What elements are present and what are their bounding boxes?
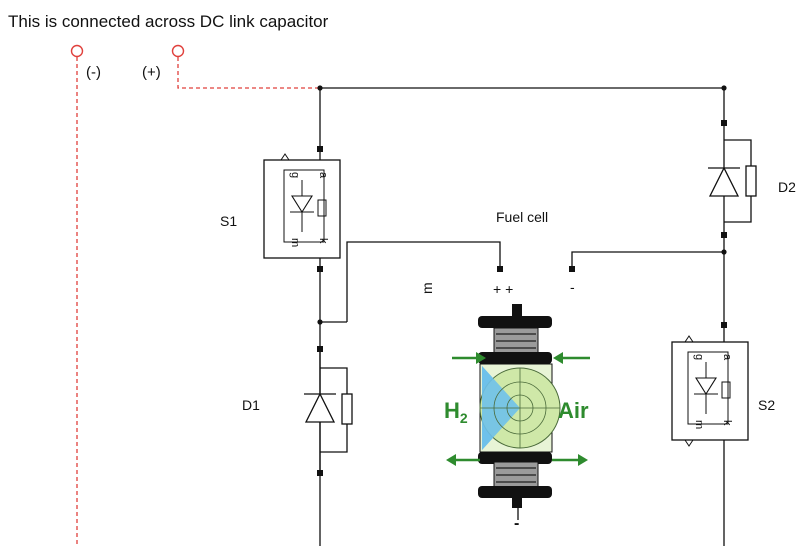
s2-port-g: g bbox=[693, 354, 705, 360]
s1-port-a: a bbox=[317, 172, 329, 179]
air-label: Air bbox=[558, 398, 589, 423]
switch-s2[interactable]: g a m k bbox=[671, 335, 749, 447]
terminal-negative-label: (-) bbox=[86, 64, 101, 81]
fuel-cell-bottom-minus: - bbox=[514, 515, 519, 532]
s2-port-m: m bbox=[693, 420, 705, 429]
fuel-cell-port-m: m bbox=[419, 282, 435, 294]
h2-label: H2 bbox=[444, 398, 468, 426]
terminal-negative[interactable] bbox=[70, 44, 84, 58]
junction-dots bbox=[317, 85, 727, 476]
terminal-positive[interactable] bbox=[171, 44, 185, 58]
s2-port-k: k bbox=[721, 420, 733, 426]
s1-port-m: m bbox=[289, 238, 301, 247]
switch-s1[interactable]: g a m k bbox=[263, 153, 341, 259]
terminal-positive-label: (+) bbox=[142, 64, 161, 81]
s2-label: S2 bbox=[758, 397, 775, 413]
diode-d1[interactable] bbox=[304, 352, 353, 470]
s1-port-k: k bbox=[317, 238, 329, 244]
d1-label: D1 bbox=[242, 397, 260, 413]
h2-label-sub: 2 bbox=[460, 410, 468, 426]
fuel-cell-port-plus: + + bbox=[493, 281, 513, 297]
d2-label: D2 bbox=[778, 179, 796, 195]
h2-label-main: H bbox=[444, 398, 460, 423]
caption-text: This is connected across DC link capacit… bbox=[8, 12, 329, 31]
s1-label: S1 bbox=[220, 213, 237, 229]
fuel-cell-icon[interactable] bbox=[446, 304, 590, 508]
diode-d2[interactable] bbox=[708, 126, 757, 232]
fuel-cell-label: Fuel cell bbox=[496, 209, 548, 225]
fuel-cell-port-minus: - bbox=[570, 279, 575, 295]
s2-port-a: a bbox=[721, 354, 733, 361]
s1-port-g: g bbox=[289, 172, 301, 178]
dashed-wires bbox=[76, 57, 320, 546]
